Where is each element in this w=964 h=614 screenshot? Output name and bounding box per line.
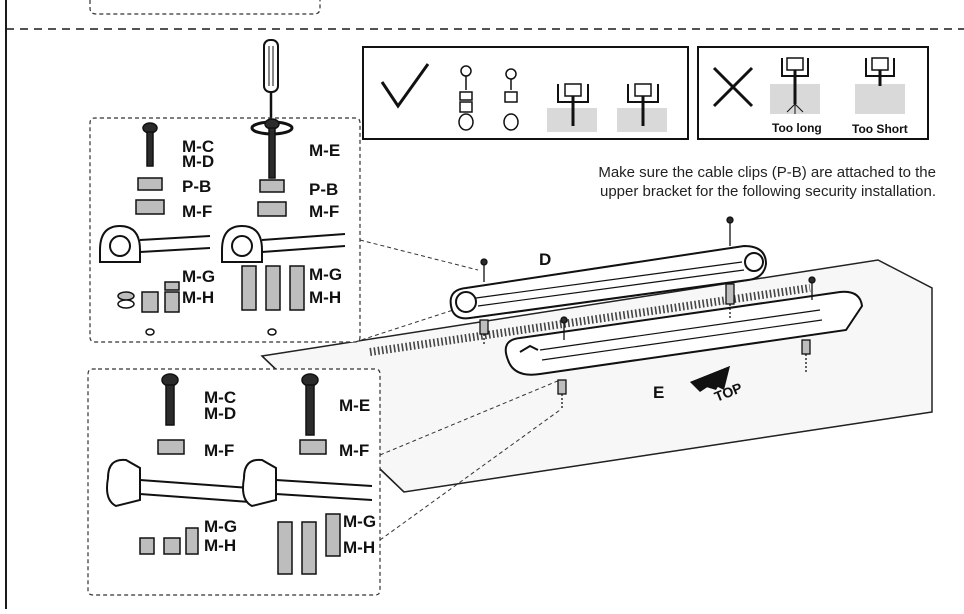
- part-label-mf-lower-left: M-F: [204, 441, 235, 460]
- too-long-caption: Too long: [772, 121, 822, 135]
- part-label-me-upper: M-E: [309, 141, 341, 160]
- note-line-2: upper bracket for the following security…: [599, 183, 936, 200]
- installation-note: Make sure the cable clips (P-B) are atta…: [456, 163, 936, 201]
- part-label-mf-upper-left: M-F: [182, 202, 213, 221]
- page-frame: [5, 0, 964, 609]
- main-screw-4: [808, 276, 816, 300]
- part-label-mg-upper-left: M-G: [182, 267, 216, 286]
- too-long-example: [770, 57, 820, 114]
- part-label-mf-lower-right: M-F: [339, 441, 370, 460]
- part-label-mh-upper-right: M-H: [309, 288, 342, 307]
- too-short-caption: Too Short: [852, 122, 908, 136]
- upper-bracket-d: [449, 244, 768, 320]
- correct-example-panel: [362, 46, 689, 140]
- lower-bracket-e: [504, 290, 864, 376]
- upper-detail-box: [89, 117, 361, 343]
- bracket-label-d: D: [539, 250, 552, 269]
- bracket-label-e: E: [653, 383, 665, 402]
- main-screw-1: [480, 258, 488, 282]
- lower-detail-box: [87, 368, 381, 596]
- part-label-mg-lower-right: M-G: [343, 512, 377, 531]
- checkmark-icon: [380, 63, 430, 109]
- part-label-pb-right: P-B: [309, 180, 339, 199]
- correct-clamp-example-2: [617, 83, 667, 132]
- arrow-up-icon: [690, 366, 730, 392]
- part-label-mg-lower-left: M-G: [204, 517, 238, 536]
- part-label-mh-lower-right: M-H: [343, 538, 376, 557]
- note-line-1: Make sure the cable clips (P-B) are atta…: [598, 164, 936, 181]
- cross-icon: [712, 66, 754, 108]
- part-label-me-lower: M-E: [339, 396, 371, 415]
- main-screw-2: [726, 216, 734, 246]
- main-screw-3: [560, 316, 568, 340]
- part-label-mc-upper: M-C: [182, 137, 215, 156]
- part-label-mc-lower: M-C: [204, 388, 237, 407]
- part-label-pb-left: P-B: [182, 177, 212, 196]
- part-label-mh-lower-left: M-H: [204, 536, 237, 555]
- too-short-example: [855, 57, 905, 114]
- incorrect-example-panel: [697, 46, 929, 140]
- part-label-md-lower: M-D: [204, 404, 237, 423]
- part-label-mf-upper-right: M-F: [309, 202, 340, 221]
- part-label-mh-upper-left: M-H: [182, 288, 215, 307]
- part-label-md-upper: M-D: [182, 152, 215, 171]
- screwdriver-icon: [263, 39, 279, 120]
- correct-clamp-example-1: [547, 83, 597, 132]
- part-label-mg-upper-right: M-G: [309, 265, 343, 284]
